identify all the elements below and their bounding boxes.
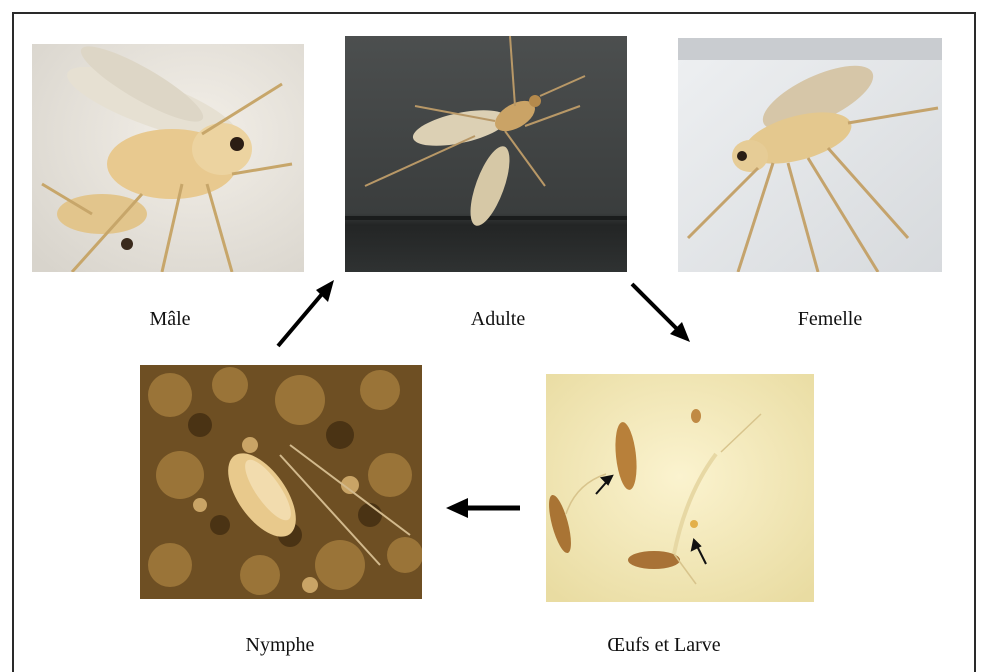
adult-photo	[345, 36, 627, 272]
caption-adult: Adulte	[438, 308, 558, 331]
male-photo	[32, 44, 304, 272]
figure-frame: Mâle Adulte Femelle Nymphe Œufs et Larve	[12, 12, 976, 672]
arrow-adult-to-eggs	[626, 278, 696, 348]
pupa-photo	[140, 365, 422, 599]
arrow-pupa-to-adult	[270, 276, 340, 352]
female-photo	[678, 38, 942, 272]
caption-eggs-larva: Œufs et Larve	[574, 634, 754, 657]
caption-female: Femelle	[770, 308, 890, 331]
eggs-larva-photo	[546, 374, 814, 602]
caption-male: Mâle	[110, 308, 230, 331]
arrow-eggs-to-pupa	[444, 496, 524, 520]
caption-pupa: Nymphe	[220, 634, 340, 657]
